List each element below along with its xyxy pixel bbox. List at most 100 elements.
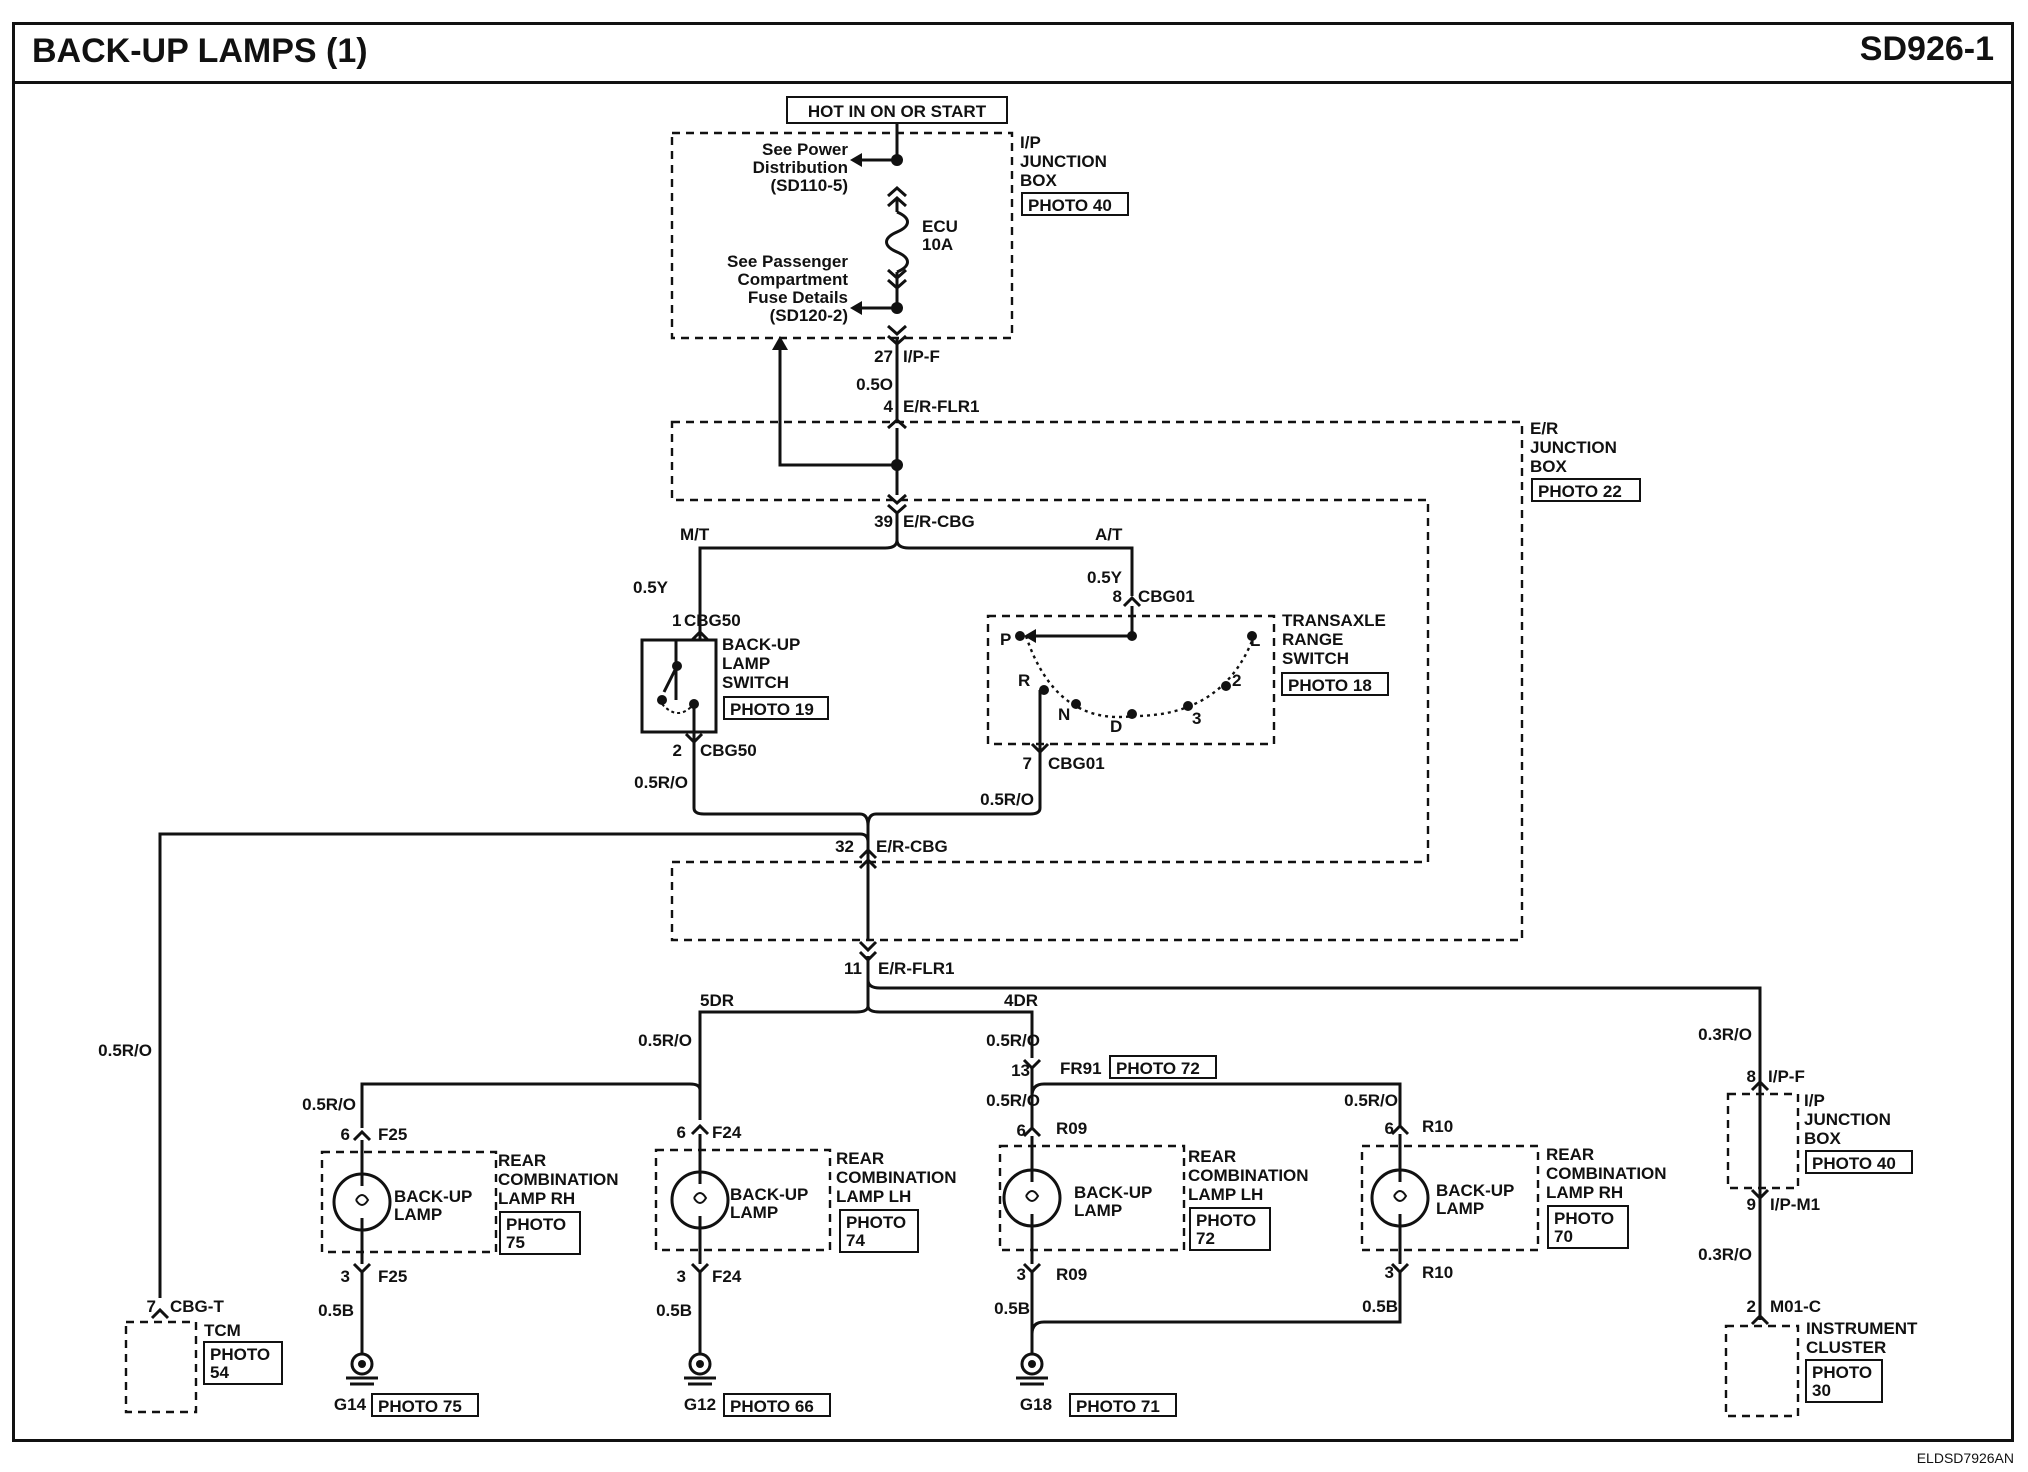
wire-bls-out: 0.5R/O xyxy=(634,773,688,792)
lamp2-ground-wire: 0.5B xyxy=(656,1301,692,1320)
ground-g12-icon xyxy=(684,1376,716,1386)
trs-conn1: CBG01 xyxy=(1138,587,1195,606)
trs-pos-n: N xyxy=(1058,705,1070,724)
ipjb2-pin2: 9 xyxy=(1747,1195,1756,1214)
tcm-photo-label: PHOTO xyxy=(210,1345,270,1364)
wire-4dr: 0.5R/O xyxy=(986,1031,1040,1050)
lamp2-side: LAMP LH xyxy=(836,1187,911,1206)
conn-erflr1-bot-pin: 11 xyxy=(844,959,862,978)
lamp4-conn1: R10 xyxy=(1422,1117,1453,1136)
ip-junction-box xyxy=(670,131,1014,340)
ipjb-photo-box xyxy=(1021,192,1129,216)
lamp3-photo-box xyxy=(1189,1207,1271,1251)
ic-photo-num: 30 xyxy=(1812,1381,1831,1400)
ic-conn: M01-C xyxy=(1770,1297,1821,1316)
trs-conn2: CBG01 xyxy=(1048,754,1105,773)
lamp1-box xyxy=(320,1150,498,1254)
lamp4-photo-box xyxy=(1547,1205,1629,1249)
lamp1-photo-box xyxy=(499,1211,581,1255)
ground-g12-photo: PHOTO 66 xyxy=(730,1397,814,1416)
lamp1-conn2: F25 xyxy=(378,1267,407,1286)
lamp1-conn1: F25 xyxy=(378,1125,407,1144)
lamp2-comb: COMBINATION xyxy=(836,1168,957,1187)
ipjb-note1-c: (SD110-5) xyxy=(771,176,848,195)
tcm-label: TCM xyxy=(204,1321,241,1340)
tcm-photo-box xyxy=(203,1341,283,1385)
trs-pos-l: L xyxy=(1250,631,1260,650)
fr91-name: FR91 xyxy=(1060,1059,1102,1078)
trs-photo-box xyxy=(1281,672,1389,696)
ipjb2-label-2: JUNCTION xyxy=(1804,1110,1891,1129)
lamp2-pin1: 6 xyxy=(677,1123,686,1142)
5dr-label: 5DR xyxy=(700,991,734,1010)
ipjb2-conn2: I/P-M1 xyxy=(1770,1195,1820,1214)
wire-lamp4-in: 0.5R/O xyxy=(1344,1091,1398,1110)
ipjb-label-3: BOX xyxy=(1020,171,1058,190)
lamp3-label-1: BACK-UP xyxy=(1074,1183,1152,1202)
lamp3-side: LAMP LH xyxy=(1188,1185,1263,1204)
bls-conn1: CBG50 xyxy=(684,611,741,630)
ipjb2-pin1: 8 xyxy=(1747,1067,1756,1086)
ground-g18: G18 xyxy=(1020,1395,1052,1414)
conn-ipf-name: I/P-F xyxy=(903,347,940,366)
trs-pos-3: 3 xyxy=(1192,709,1201,728)
lamp3-box xyxy=(998,1144,1186,1252)
trs-label-2: RANGE xyxy=(1282,630,1343,649)
lamp3-photo-label: PHOTO xyxy=(1196,1211,1256,1230)
fr91-photo-box xyxy=(1109,1055,1217,1079)
conn-ercbg39-pin: 39 xyxy=(874,512,893,531)
lamp3-conn1: R09 xyxy=(1056,1119,1087,1138)
wire-bls-in: 0.5Y xyxy=(633,578,669,597)
tcm-box xyxy=(124,1320,198,1414)
lamp4-side: LAMP RH xyxy=(1546,1183,1623,1202)
fuse-rating: 10A xyxy=(922,235,953,254)
lamp4-photo-label: PHOTO xyxy=(1554,1209,1614,1228)
power-label: HOT IN ON OR START xyxy=(808,102,987,121)
fr91-photo: PHOTO 72 xyxy=(1116,1059,1200,1078)
lamp1-photo-label: PHOTO xyxy=(506,1215,566,1234)
wire-trs-out: 0.5R/O xyxy=(980,790,1034,809)
erjb-photo: PHOTO 22 xyxy=(1538,482,1622,501)
reference-code: ELDSD7926AN xyxy=(1916,1450,2014,1466)
lamp4-label-1: BACK-UP xyxy=(1436,1181,1514,1200)
diagram-title: BACK-UP LAMPS (1) xyxy=(32,32,368,70)
ipjb-note2-d: (SD120-2) xyxy=(770,306,848,325)
wire-lamp1-in: 0.5R/O xyxy=(302,1095,356,1114)
lamp3-label-2: LAMP xyxy=(1074,1201,1122,1220)
ic-label-2: CLUSTER xyxy=(1806,1338,1886,1357)
ipjb-note1-b: Distribution xyxy=(753,158,848,177)
wire-5dr: 0.5R/O xyxy=(638,1031,692,1050)
ground-g12: G12 xyxy=(684,1395,716,1414)
bls-conn2: CBG50 xyxy=(700,741,757,760)
lamp2-conn1: F24 xyxy=(712,1123,742,1142)
trs-label-3: SWITCH xyxy=(1282,649,1349,668)
lamp1-side: LAMP RH xyxy=(498,1189,575,1208)
wire-lamp3-in: 0.5R/O xyxy=(986,1091,1040,1110)
ipjb-note2-a: See Passenger xyxy=(727,252,848,271)
lamp1-rc: REAR xyxy=(498,1151,546,1170)
lamp4-conn2: R10 xyxy=(1422,1263,1453,1282)
lamp2-rc: REAR xyxy=(836,1149,884,1168)
lamp4-box xyxy=(1360,1144,1540,1252)
lamp3-pin2: 3 xyxy=(1017,1265,1026,1284)
conn-ercbg32-name: E/R-CBG xyxy=(876,837,948,856)
lamp2-label-1: BACK-UP xyxy=(730,1185,808,1204)
lamp4-pin1: 6 xyxy=(1385,1119,1394,1138)
conn-erflr1-top-name: E/R-FLR1 xyxy=(903,397,980,416)
4dr-label: 4DR xyxy=(1004,991,1038,1010)
lamp3-photo-num: 72 xyxy=(1196,1229,1215,1248)
tcm-pin: 7 xyxy=(147,1297,156,1316)
lamp1-label-1: BACK-UP xyxy=(394,1187,472,1206)
wire-05o: 0.5O xyxy=(856,375,893,394)
er-junction-box xyxy=(670,420,1524,942)
lamp4-photo-num: 70 xyxy=(1554,1227,1573,1246)
ipjb2-label-1: I/P xyxy=(1804,1091,1825,1110)
erjb-photo-box xyxy=(1531,478,1641,502)
ipjb2-label-3: BOX xyxy=(1804,1129,1842,1148)
erjb-label-3: BOX xyxy=(1530,457,1568,476)
ipjb-note2-c: Fuse Details xyxy=(748,288,848,307)
lamp2-photo-box xyxy=(839,1209,919,1253)
wire-trs-in: 0.5Y xyxy=(1087,568,1123,587)
lamp2-photo-label: PHOTO xyxy=(846,1213,906,1232)
